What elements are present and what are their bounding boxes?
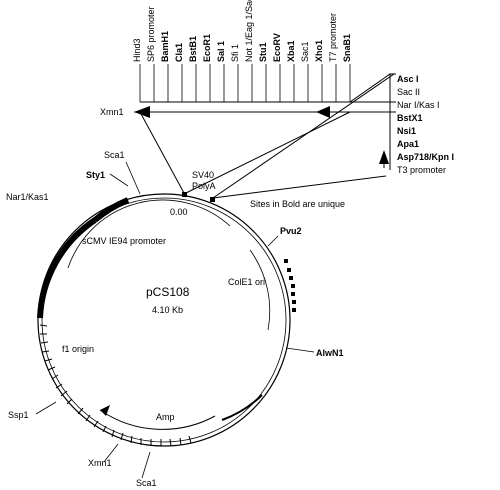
cmv-promoter-arc: [37, 217, 97, 319]
sty1-pointer: [109, 173, 129, 187]
expansion-line-right-top: [212, 73, 395, 199]
t3-arrowhead: [379, 150, 389, 164]
cmv-inner-arc: [67, 199, 231, 269]
mcs-label-11: Xba1: [286, 40, 296, 62]
mcs-right-label-7: T3 promoter: [397, 165, 446, 175]
sv40-label: SV40: [192, 170, 214, 180]
mcs-right-label-5: Apa1: [397, 139, 419, 149]
mcs-label-8: Not 1/Eag 1/Sac II: [244, 0, 254, 62]
sp6-arrowhead: [134, 106, 150, 118]
mcs-right-label-0: Asc I: [397, 74, 419, 84]
cole1-label: ColE1 ori: [228, 277, 265, 287]
bold-sites-note: Sites in Bold are unique: [250, 199, 345, 209]
pvu2-label: Pvu2: [280, 226, 302, 236]
ssp1-label: Ssp1: [8, 410, 29, 420]
mcs-right-label-4: Nsi1: [397, 126, 416, 136]
sca1-top-pointer: [125, 161, 141, 195]
mcs-label-2: BamH1: [160, 31, 170, 62]
plasmid-name: pCS108: [146, 285, 190, 299]
alwn1-label: AlwN1: [316, 348, 344, 358]
cole1-inner-arc: [249, 249, 271, 331]
pvu2-pointer: [267, 235, 279, 247]
mcs-label-0: Hind3: [132, 38, 142, 62]
amp-label: Amp: [156, 412, 175, 422]
sty-region-arc: [93, 197, 130, 223]
backbone-inner-circle: [41, 197, 287, 443]
expansion-line-left: [139, 111, 185, 194]
mcs-label-14: T7 promoter: [328, 13, 338, 62]
mcs-label-1: SP6 promoter: [146, 6, 156, 62]
mcs-label-5: EcoR1: [202, 34, 212, 62]
mcs-right-labels: Asc I Sac II Nar I/Kas I BstX1 Nsi1 Apa1…: [397, 74, 454, 175]
t7-arrowhead: [316, 106, 330, 118]
expansion-line-mid: [185, 111, 351, 194]
xmn1-bottom-label: Xmn1: [88, 458, 112, 468]
mcs-ticks: [139, 64, 351, 102]
xmn1-bottom-pointer: [103, 443, 119, 463]
polya-label: PolyA: [192, 181, 216, 191]
mcs-label-13: Xho1: [314, 40, 324, 62]
mcs-right-label-6: Asp718/Kpn I: [397, 152, 454, 162]
expansion-line-right-bottom: [212, 175, 387, 199]
mcs-label-12: Sac1: [300, 41, 310, 62]
mcs-right-label-1: Sac II: [397, 87, 420, 97]
narkas-label: Nar1/Kas1: [6, 192, 49, 202]
cole1-dots: [284, 259, 296, 312]
mcs-label-7: Sfi 1: [230, 44, 240, 62]
mcs-right-label-2: Nar I/Kas I: [397, 100, 440, 110]
mcs-right-marker: [210, 197, 215, 202]
mcs-label-9: Stu1: [258, 42, 268, 62]
mcs-top-labels: Hind3 SP6 promoter BamH1 Cla1 BstB1 EcoR…: [132, 0, 352, 62]
amp-arc-right: [221, 394, 263, 421]
mcs-right-label-3: BstX1: [397, 113, 423, 123]
alwn1-pointer: [285, 347, 315, 353]
sty1-label: Sty1: [86, 170, 105, 180]
sca1-bottom-pointer: [141, 451, 151, 479]
zero-position-label: 0.00: [170, 207, 188, 217]
amp-arrowhead: [100, 405, 110, 416]
f1-origin-hatch: [39, 324, 73, 405]
sca1-top-label: Sca1: [104, 150, 125, 160]
ssp1-pointer: [35, 401, 57, 415]
mcs-label-15: SnaB1: [342, 34, 352, 62]
sca1-bottom-label: Sca1: [136, 478, 157, 488]
amp-hatch: [77, 407, 192, 447]
cmv-promoter-label: sCMV IE94 promoter: [82, 236, 166, 246]
mcs-left-marker: [182, 192, 187, 197]
plasmid-size: 4.10 Kb: [152, 305, 183, 315]
mcs-label-10: EcoRV: [272, 33, 282, 62]
amp-direction-arc: [99, 409, 216, 430]
mcs-label-3: Cla1: [174, 43, 184, 62]
backbone-outer-circle: [37, 193, 291, 447]
xmn1-top-label: Xmn1: [100, 107, 124, 117]
mcs-label-6: Sal 1: [216, 41, 226, 62]
f1-origin-label: f1 origin: [62, 344, 94, 354]
mcs-label-4: BstB1: [188, 36, 198, 62]
